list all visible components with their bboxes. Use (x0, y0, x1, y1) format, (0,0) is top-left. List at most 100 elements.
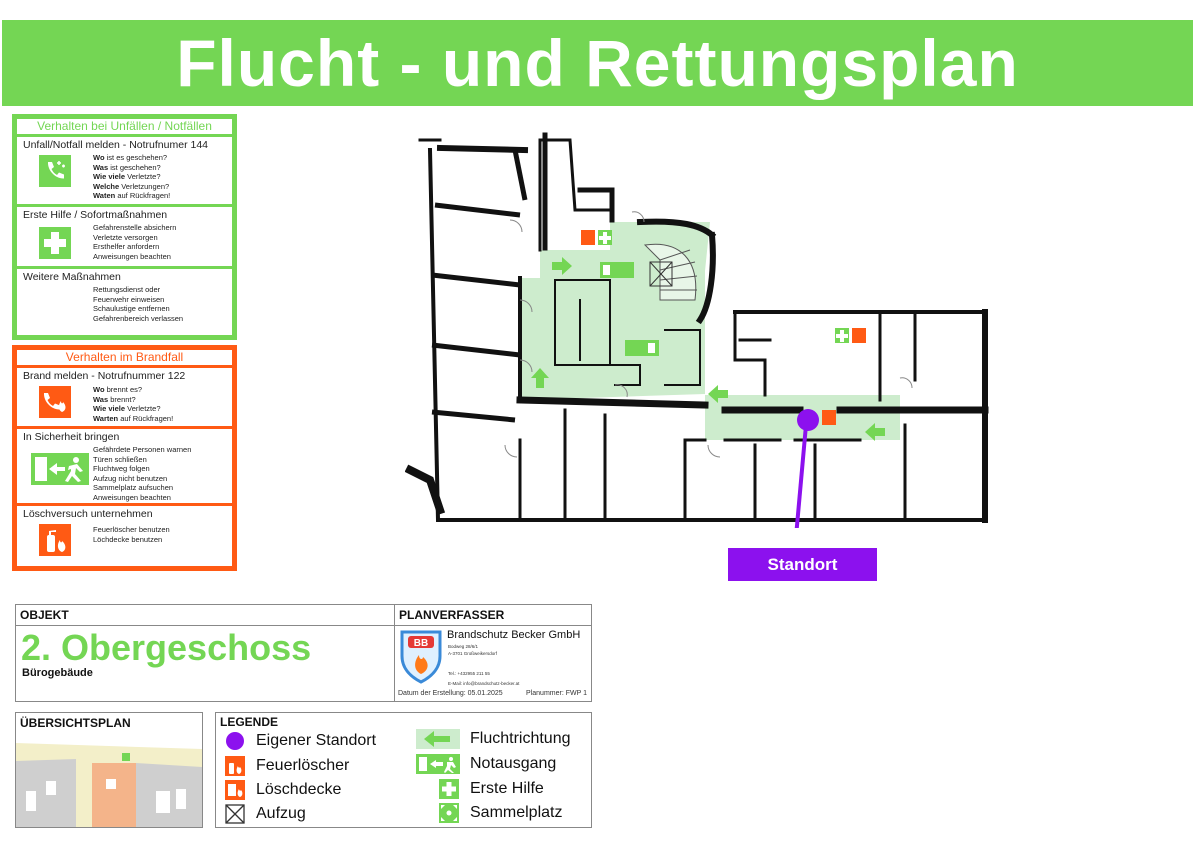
fire-box-title: Verhalten im Brandfall (17, 350, 232, 368)
plan-title: Flucht - und Rettungsplan (2, 20, 1193, 106)
legend-item-escape-direction: Fluchtrichtung (416, 729, 571, 749)
legend-text: Notausgang (470, 755, 557, 772)
report-fire-section: Brand melden - Notrufnummer 122 Wo brenn… (17, 368, 232, 429)
company-phone: Tel.: +432955 211 55 (448, 671, 490, 676)
planverfasser-label: PLANVERFASSER (399, 608, 505, 622)
emergency-exit-icon (416, 754, 460, 774)
instruction-line: Wo ist es geschehen? (93, 153, 168, 162)
fire-procedure-box: Verhalten im Brandfall Brand melden - No… (12, 345, 237, 571)
overview-panel: ÜBERSICHTSPLAN (15, 712, 203, 828)
legend-text: Löschdecke (256, 781, 342, 798)
report-accident-section: Unfall/Notfall melden - Notrufnumer 144 … (17, 137, 232, 207)
instruction-line: Ersthelfer anfordern (93, 242, 160, 252)
escape-arrow-icon (416, 729, 460, 749)
planverfasser-panel: PLANVERFASSER BB Brandschutz Becker GmbH… (394, 604, 592, 702)
legend-item-assembly-point: Sammelplatz (438, 803, 562, 823)
fire-phone-icon (39, 386, 71, 418)
instruction-line: Anweisungen beachten (93, 492, 171, 502)
left-room-walls (431, 149, 528, 423)
company-logo-icon: BB (400, 630, 442, 684)
building-type: Bürogebäude (22, 667, 93, 679)
company-email: E-Mail: info@brandschutz-becker.at (448, 681, 520, 686)
plan-number: Planummer: FWP 1 (526, 690, 587, 697)
legend-item-emergency-exit: Notausgang (416, 754, 556, 774)
legend-item-first-aid: Erste Hilfe (438, 779, 544, 799)
legend-text: Eigener Standort (256, 732, 377, 749)
instruction-line: Anweisungen beachten (93, 251, 171, 261)
assembly-point-icon (439, 803, 459, 823)
instruction-line: Feuerwehr einweisen (93, 294, 165, 304)
section-title: Löschversuch unternehmen (23, 508, 153, 520)
company-address-1: Bodweg 28/6/1 (448, 644, 479, 649)
legend-panel: LEGENDE Eigener Standort Feuerlöscher Lö… (215, 712, 592, 828)
instruction-line: Welche Verletzungen? (93, 181, 170, 191)
legend-text: Fluchtrichtung (470, 730, 571, 747)
legend-item-standort: Eigener Standort (224, 731, 376, 751)
legend-label: LEGENDE (220, 715, 279, 729)
accident-procedure-box: Verhalten bei Unfällen / Notfällen Unfal… (12, 114, 237, 340)
instruction-line: Aufzug nicht benutzen (93, 473, 168, 483)
instruction-line: Sammelplatz aufsuchen (93, 483, 174, 493)
floor-name: 2. Obergeschoss (21, 627, 312, 668)
instruction-line: Gefahrenbereich verlassen (93, 313, 184, 323)
company-name: Brandschutz Becker GmbH (447, 629, 581, 641)
svg-text:BB: BB (414, 638, 428, 649)
section-title: Brand melden - Notrufnummer 122 (23, 370, 186, 382)
section-title: Unfall/Notfall melden - Notrufnumer 144 (23, 139, 209, 151)
section-title: Erste Hilfe / Sofortmaßnahmen (23, 209, 168, 221)
instruction-line: Fluchtweg folgen (93, 464, 150, 474)
standort-marker (794, 409, 819, 528)
instruction-line: Wie viele Verletzte? (93, 404, 161, 414)
first-aid-icon (439, 779, 459, 799)
instruction-line: Verletzte versorgen (93, 232, 158, 242)
emergency-exit-signs (600, 262, 659, 356)
instruction-line: Rettungsdienst oder (93, 285, 161, 294)
instruction-line: Wie viele Verletzte? (93, 172, 161, 182)
objekt-label: OBJEKT (20, 608, 69, 622)
report-accident-lines: Wo ist es geschehen?Was ist geschehen?Wi… (93, 153, 170, 201)
instruction-line: Warten auf Rückfragen! (93, 413, 174, 423)
creation-date: Datum der Erstellung: 05.01.2025 (398, 690, 503, 697)
floor-plan (405, 132, 989, 528)
exit-icon (31, 453, 89, 485)
legend-text: Erste Hilfe (470, 780, 544, 797)
instruction-line: Türen schließen (93, 454, 147, 464)
instruction-line: Löchdecke benutzen (93, 534, 163, 544)
legend-item-extinguisher: Feuerlöscher (224, 756, 349, 776)
standort-label: Standort (728, 548, 877, 581)
standort-dot-icon (226, 732, 244, 750)
fire-blanket-icon (225, 780, 245, 800)
instruction-line: Gefahrenstelle absichern (93, 223, 177, 232)
legend-text: Feuerlöscher (256, 757, 350, 774)
escape-arrows (531, 257, 885, 441)
report-fire-lines: Wo brennt es?Was brennt?Wie viele Verlet… (93, 385, 173, 423)
instruction-line: Schaulustige entfernen (93, 304, 170, 314)
doors (504, 211, 913, 458)
extinguish-section: Löschversuch unternehmen Feuerlöscher be… (17, 506, 232, 560)
first-aid-section: Erste Hilfe / Sofortmaßnahmen Gefahrenst… (17, 207, 232, 269)
section-title: Weitere Maßnahmen (23, 271, 121, 283)
objekt-panel: OBJEKT 2. Obergeschoss Bürogebäude (15, 604, 395, 702)
get-safe-section: In Sicherheit bringen Gefährdete Persone… (17, 429, 232, 506)
elevator-icon (225, 804, 245, 824)
accident-box-title: Verhalten bei Unfällen / Notfällen (17, 119, 232, 137)
overview-label: ÜBERSICHTSPLAN (20, 716, 131, 730)
company-address-2: A-3701 Großweikersdorf (448, 651, 498, 656)
instruction-line: Feuerlöscher benutzen (93, 525, 170, 534)
instruction-line: Wo brennt es? (93, 385, 143, 394)
safety-pictograms (581, 230, 866, 425)
first-aid-icon (39, 227, 71, 259)
instruction-line: Waten auf Rückfragen! (93, 191, 171, 201)
legend-item-elevator: Aufzug (224, 804, 306, 824)
legend-item-fire-blanket: Löschdecke (224, 780, 341, 800)
staircase (643, 243, 698, 301)
legend-text: Sammelplatz (470, 804, 563, 821)
legend-text: Aufzug (256, 805, 306, 822)
phone-icon (39, 155, 71, 187)
overview-map (16, 731, 202, 827)
